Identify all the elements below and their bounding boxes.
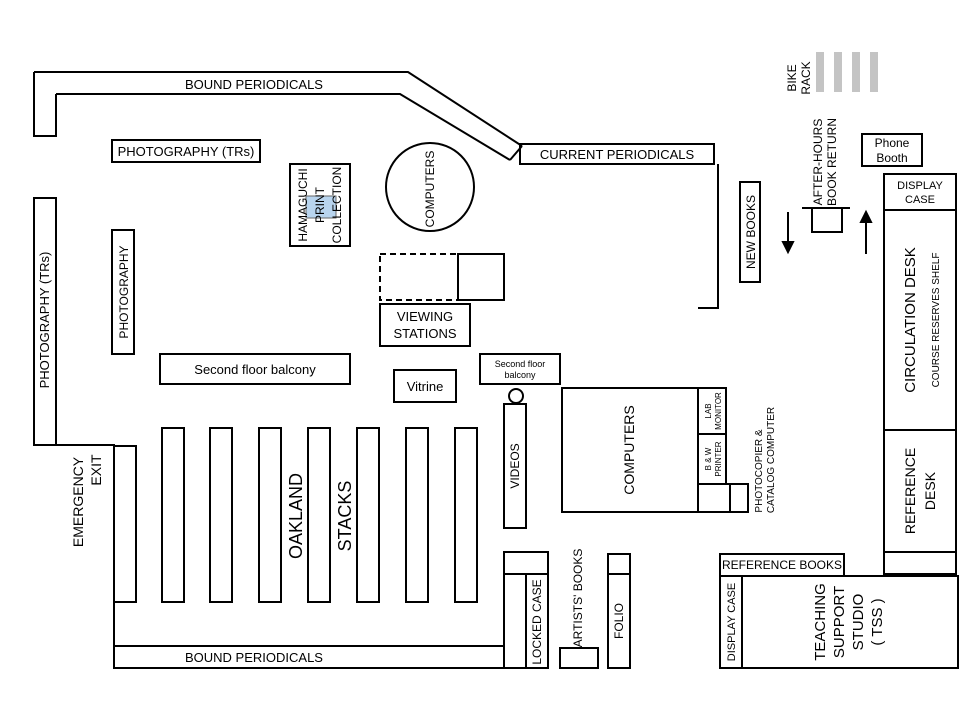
teaching-support-studio [741,575,959,669]
photography-shelf [111,229,135,355]
bw-label: B & W [704,447,713,470]
outer-wall-left [33,72,57,137]
balcony-small-label: balcony [504,370,536,380]
viewing-label: VIEWING [397,309,453,324]
stairs [457,253,505,301]
locked-case [503,573,527,669]
lab-label: LAB [704,403,713,418]
second-floor-balcony-small [479,353,561,385]
desk-end [883,551,957,575]
stations-label: STATIONS [393,326,456,341]
locked-case-label: LOCKED CASE [530,579,544,664]
bike-label: BIKE [785,64,799,91]
tss-label-3: STUDIO [850,594,867,651]
book-return-slot [811,207,843,233]
locked-case-top [503,551,549,575]
printer-label: PRINTER [714,441,723,476]
folio-top [607,553,631,575]
stack-shelf [113,445,137,603]
arrow-up-icon [859,209,873,223]
phone-label: Phone [875,136,910,150]
booth-label: Booth [876,151,907,165]
videos-label: VIDEOS [508,443,522,488]
stack-shelf [356,427,380,603]
second-floor-balcony-large [159,353,351,385]
vitrine [393,369,457,403]
current-periodicals-label: CURRENT PERIODICALS [540,147,695,162]
outer-wall-inner-top [56,93,511,161]
vitrine-label: Vitrine [407,379,444,394]
artists-books-shelf [559,647,599,669]
reference-label: REFERENCE [902,448,918,534]
stack-shelf [161,427,185,603]
photocopier-label: PHOTOCOPIER & [754,429,765,512]
new-books-shelf [739,181,761,283]
print-label: PRINT [313,186,327,223]
photography-label: PHOTOGRAPHY [117,245,131,338]
computers-round-table [385,142,475,232]
circulation-desk-label: CIRCULATION DESK [902,247,919,393]
book-return-label: BOOK RETURN [825,118,839,206]
stack-shelf [454,427,478,603]
computers-round-label: COMPUTERS [423,151,437,228]
photography-trs-top-label: PHOTOGRAPHY (TRs) [118,144,255,159]
photography-trs-left-label: PHOTOGRAPHY (TRs) [37,252,52,389]
bike-rack [816,52,878,92]
computers-lab-label: COMPUTERS [621,405,637,494]
stack-shelf [258,427,282,603]
hamaguchi-label: HAMAGUCHI [296,168,310,241]
artists-books-label: ARTISTS' BOOKS [571,549,585,648]
reference-books-label: REFERENCE BOOKS [722,558,842,572]
reference-desk [883,429,957,553]
stack-shelf [209,427,233,603]
hamaguchi-print-collection [289,163,351,247]
folio-label: FOLIO [612,603,626,639]
display-case-vertical-label: DISPLAY CASE [726,583,738,661]
stack-shelf [307,427,331,603]
second-floor-balcony-large-label: Second floor balcony [194,362,316,377]
bound-periodicals-bottom-label: BOUND PERIODICALS [185,650,323,665]
tss-label-2: SUPPORT [831,586,848,658]
locked-case-inner [525,573,549,669]
emergency-label: EMERGENCY [70,456,86,547]
print-highlight [305,195,337,219]
desk-label: DESK [922,471,938,510]
tss-label-1: TEACHING [812,583,829,661]
arrow-down-icon [781,241,795,255]
catalog-computer-label: CATALOG COMPUTER [766,407,777,513]
folio-shelf [607,573,631,669]
catalog-computer [729,483,749,513]
viewing-stations [379,303,471,347]
column [508,388,524,404]
circulation-desk [883,209,957,431]
second-floor-small-label: Second floor [495,359,546,369]
dashed-area [379,253,459,301]
monitor-label: MONITOR [714,392,723,430]
outer-wall-top [34,71,523,147]
after-hours-label: AFTER-HOURS [811,119,825,206]
exit-label: EXIT [88,454,104,486]
right-wall [698,164,719,309]
display-label: DISPLAY [897,180,943,192]
photocopier [697,483,731,513]
oakland-label: OAKLAND [286,473,306,559]
phone-booth [861,133,923,167]
stacks-label: STACKS [335,481,355,552]
tss-label-4: ( TSS ) [869,598,886,645]
current-periodicals-shelf [519,143,715,165]
bound-periodicals-top-label: BOUND PERIODICALS [185,77,323,92]
photography-trs-shelf [111,139,261,163]
new-books-label: NEW BOOKS [744,195,758,269]
case-label: CASE [905,194,935,206]
collection-label: COLLECTION [330,167,344,244]
stack-shelf [405,427,429,603]
course-reserves-label: COURSE RESERVES SHELF [931,253,942,388]
rack-label: RACK [799,61,813,94]
videos-shelf [503,403,527,529]
